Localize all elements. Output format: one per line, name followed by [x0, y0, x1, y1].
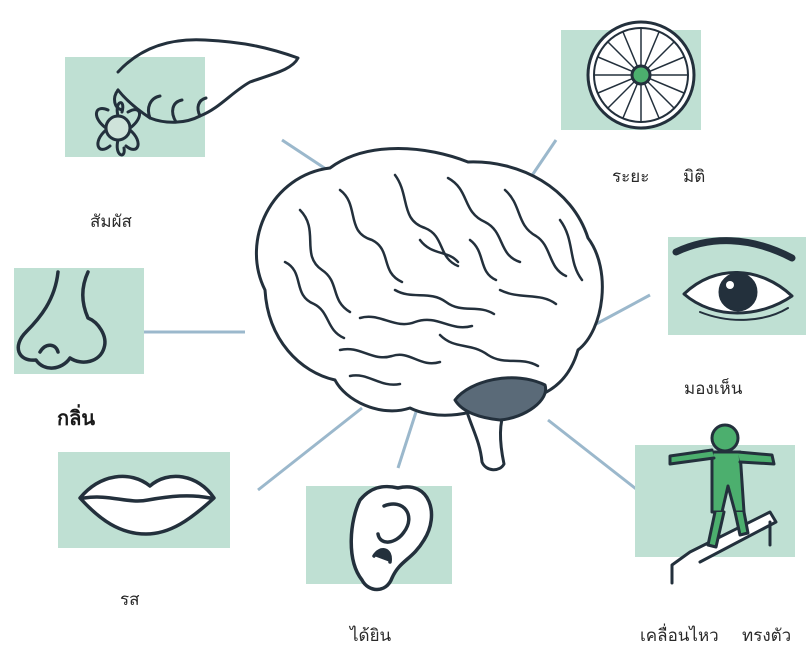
smell-label: กลิ่น: [57, 402, 95, 434]
hearing-label: ได้ยิน: [350, 622, 391, 649]
wheel-icon: [588, 22, 694, 128]
distance-label: ระยะ: [612, 163, 649, 190]
movement-label: เคลื่อนไหว: [640, 622, 719, 649]
touch-label: สัมผัส: [90, 208, 132, 235]
taste-label: รส: [120, 586, 140, 613]
smell-panel: [14, 268, 144, 374]
balance-label: ทรงตัว: [742, 622, 791, 649]
sight-label: มองเห็น: [684, 375, 742, 402]
dimension-label: มิติ: [683, 163, 705, 190]
